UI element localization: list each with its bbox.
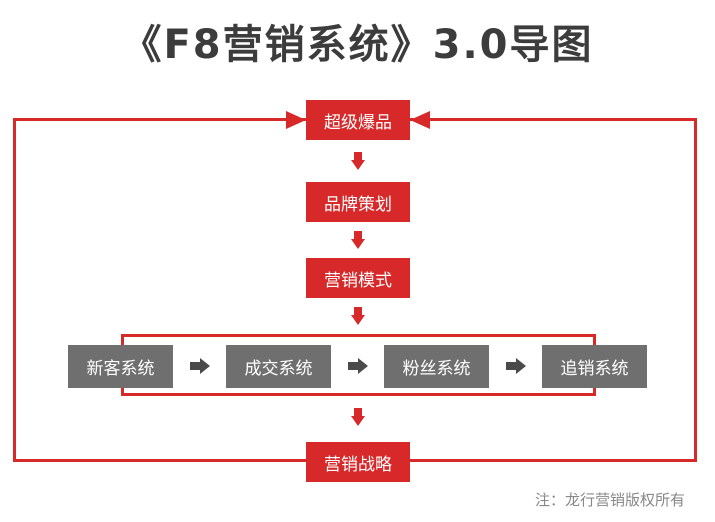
system-deal: 成交系统: [226, 345, 331, 388]
copyright-note: 注：龙行营销版权所有: [534, 491, 685, 509]
arrow-down-icon: [351, 408, 365, 426]
arrow-right-icon: [190, 358, 210, 374]
node-marketing-model: 营销模式: [306, 258, 410, 298]
node-marketing-strategy: 营销战略: [306, 442, 410, 482]
arrow-right-icon: [506, 358, 526, 374]
loop-arrow-right-icon: [410, 111, 430, 129]
arrow-down-icon: [351, 231, 365, 249]
loop-arrow-left-icon: [286, 111, 306, 129]
arrow-right-icon: [348, 358, 368, 374]
system-fans: 粉丝系统: [384, 345, 489, 388]
arrow-down-icon: [351, 152, 365, 170]
node-super-product: 超级爆品: [306, 100, 410, 140]
system-new-customer: 新客系统: [68, 345, 173, 388]
page-title: 《F8营销系统》3.0导图: [121, 22, 594, 68]
system-upsell: 追销系统: [542, 345, 647, 388]
node-brand-planning: 品牌策划: [306, 182, 410, 222]
arrow-down-icon: [351, 307, 365, 325]
